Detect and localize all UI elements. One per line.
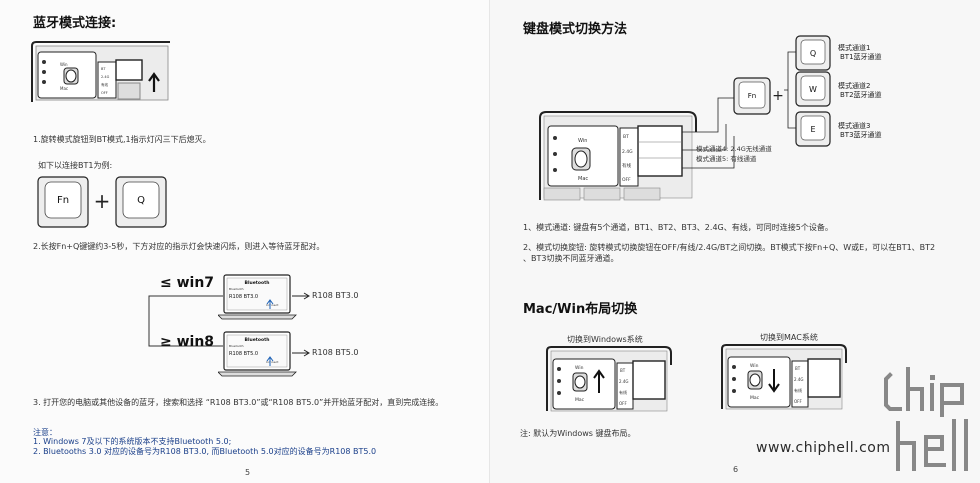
win8-result: R108 BT5.0 [312,348,359,357]
switch-label-mac: Mac [60,86,68,91]
slider-label-off: OFF [101,91,108,95]
win-ill-slider-wired: 有线 [619,389,627,395]
example-caption: 如下以连接BT1为例: [38,161,113,170]
right-plus-sign: + [772,88,784,104]
fn-q-keys: Fn + Q [37,176,167,228]
caption-windows: 切换到Windows系统 [567,335,643,344]
win-ill-slider-bt: BT [620,368,626,373]
win8-bt-sub: Bluetooth [229,344,244,348]
win7-bt-title: Bluetooth [245,280,270,286]
mac-ill-label-mac: Mac [750,395,760,401]
win7-label: ≤ win7 [160,275,215,291]
switch-to-windows-illustration: Win Mac BT 2.4G 有线 OFF [546,346,672,412]
page-number-5: 5 [245,468,251,477]
arrow-right-icon [292,349,310,357]
page-number-6: 6 [733,465,739,474]
slider-label-2.4g: 2.4G [101,75,110,79]
arrow-up-icon [593,369,605,393]
win8-label: ≥ win8 [160,334,215,350]
switch-to-mac-illustration: Win Mac BT 2.4G 有线 OFF [721,344,847,410]
plus-sign: + [94,189,111,213]
win7-device-name: R108 BT3.0 [229,294,258,300]
right-switch-label-win: Win [578,138,587,144]
result-arrows [292,292,310,357]
win-ill-slider-off: OFF [619,401,627,406]
step3-text: 3. 打开您的电脑或其他设备的蓝牙，搜索和选择 “R108 BT3.0”或“R1… [33,398,444,407]
left-page-title: 蓝牙模式连接: [33,16,117,31]
desc2a-text: 2、模式切换旋钮: 旋转模式切换旋钮在OFF/有线/2.4G/BT之间切换。BT… [523,243,936,252]
win8-connect: Connect [266,360,279,364]
slider-label-bt: BT [101,67,106,71]
channel3-line1: 模式通道3 [838,121,870,130]
note-title: 注意： [33,428,57,437]
win-ill-slider-2.4g: 2.4G [619,379,628,384]
win-ill-label-win: Win [575,365,584,371]
step2-text: 2.长按Fn+Q键键约3-5秒，下方对应的指示灯会快速闪烁，则进入等待蓝牙配对。 [33,242,325,251]
mac-ill-label-win: Win [750,363,759,369]
right-fn-key-label: Fn [748,92,756,100]
laptop-win7: Bluetooth Bluetooth R108 BT3.0 Connect [218,274,297,320]
channel1-line1: 模式通道1 [838,43,870,52]
right-switch-label-mac: Mac [578,176,588,182]
os-branch-lines [148,295,223,347]
keyboard-mode-switch-illustration: Win Mac BT 2.4G 有线 OFF [31,41,170,102]
right-page: 键盘模式切换方法 Win Mac BT 2.4G 有线 OFF Fn + [490,0,980,483]
watermark-url: www.chiphell.com [756,440,891,456]
note-2: 2. Bluetooths 3.0 对应的设备号为R108 BT3.0, 而Bl… [33,447,377,456]
slider-label-wired: 有线 [101,82,108,87]
win7-connect: Connect [266,303,279,307]
mac-ill-slider-wired: 有线 [794,387,802,393]
channel4-text: 模式通道4: 2.4G无线通道 [696,145,772,153]
win7-bt-sub: Bluetooth [229,287,244,291]
right-e-key-label: E [810,125,815,134]
mac-ill-slider-2.4g: 2.4G [794,377,803,382]
left-page: 蓝牙模式连接: Win Mac BT 2.4G 有线 OFF 1.旋转模式旋钮到… [31,16,444,477]
right-slider-label-bt: BT [623,134,629,140]
mac-ill-slider-off: OFF [794,399,802,404]
right-slider-label-off: OFF [622,177,631,183]
right-slider-label-wired: 有线 [622,162,631,169]
right-w-key-label: W [809,85,817,94]
win-ill-label-mac: Mac [575,397,585,403]
win8-bt-title: Bluetooth [245,337,270,343]
caption-mac: 切换到MAC系统 [760,333,818,342]
section2-title: Mac/Win布局切换 [523,302,638,317]
fn-key-label: Fn [57,195,69,206]
chiphell-logo [884,367,968,471]
channel2-line2: BT2蓝牙通道 [840,90,882,99]
desc2b-text: 、BT3切换不同蓝牙通道。 [523,254,619,263]
mode-switch-diagram: Win Mac BT 2.4G 有线 OFF Fn + Q W E 模式通道1 [539,35,882,201]
arrow-up-icon [148,72,160,92]
laptop-win8: Bluetooth Bluetooth R108 BT5.0 Connect [218,331,297,377]
channel3-line2: BT3蓝牙通道 [840,130,882,139]
channel5-text: 模式通道5: 有线通道 [696,155,757,163]
layout-note: 注: 默认为Windows 键盘布局。 [520,429,636,438]
note-1: 1. Windows 7及以下的系统版本不支持Bluetooth 5.0; [33,437,232,446]
channel1-line2: BT1蓝牙通道 [840,52,882,61]
right-slider-label-2.4g: 2.4G [622,149,633,155]
mac-ill-slider-bt: BT [795,366,801,371]
desc1-text: 1、模式通道: 键盘有5个通道，BT1、BT2、BT3、2.4G、有线，可同时连… [523,223,833,232]
win7-result: R108 BT3.0 [312,291,359,300]
switch-label-win: Win [60,62,68,67]
arrow-right-icon [292,292,310,300]
q-key-label: Q [137,195,145,206]
step1-text: 1.旋转模式旋钮到BT模式,1指示灯闪三下后熄灭。 [33,135,211,144]
right-q-key-label: Q [810,49,816,58]
channel2-line1: 模式通道2 [838,81,870,90]
right-page-title: 键盘模式切换方法 [523,22,628,37]
win8-device-name: R108 BT5.0 [229,351,258,357]
arrow-down-icon [768,369,780,393]
